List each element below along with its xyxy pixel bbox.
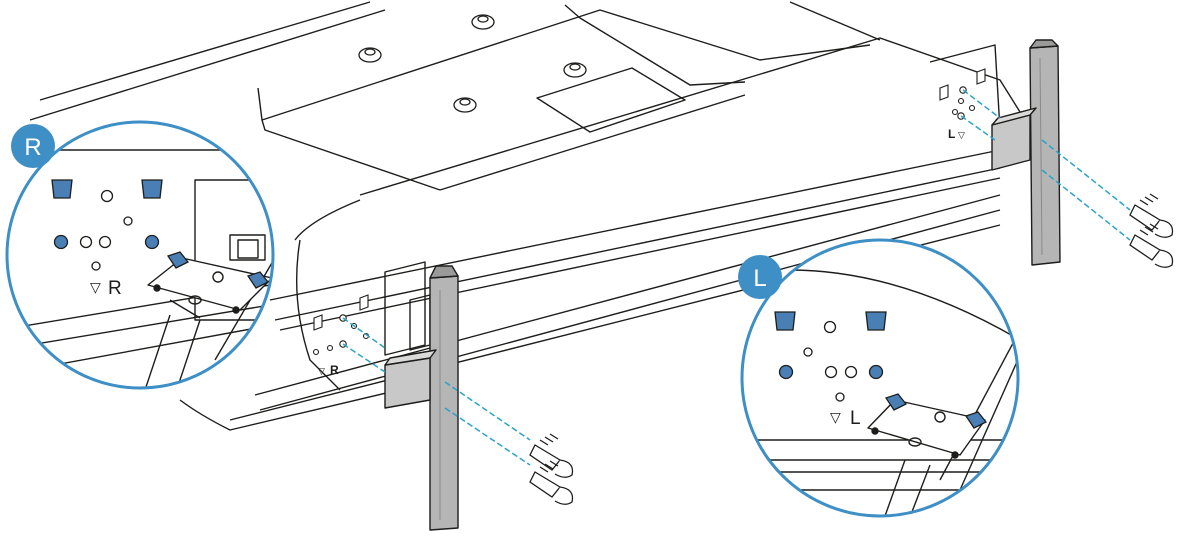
stand-left bbox=[991, 39, 1061, 266]
mount-hole-pattern-l bbox=[774, 311, 988, 429]
tv-mount-holes-left-end bbox=[939, 68, 986, 120]
bracket-hook-icon bbox=[964, 411, 988, 429]
bracket-hook-icon bbox=[166, 251, 190, 269]
arrow-marker-icon: ▽ bbox=[958, 130, 965, 140]
back-cover-outline bbox=[564, 4, 746, 86]
screw-icon bbox=[1129, 223, 1174, 268]
tv-side-marker-l: L bbox=[948, 127, 955, 141]
tv-bottom-edge bbox=[179, 384, 421, 431]
screw-icon bbox=[529, 460, 574, 505]
screw-pair-right bbox=[529, 433, 574, 505]
access-panel bbox=[536, 67, 686, 133]
end-housing bbox=[295, 239, 341, 391]
badge-l bbox=[738, 255, 782, 299]
rubber-foot-icon bbox=[358, 47, 382, 63]
screw-icon bbox=[529, 433, 574, 478]
hook-slot-icon bbox=[774, 311, 796, 331]
tv-rail bbox=[279, 177, 1001, 331]
end-housing-recess bbox=[409, 294, 431, 351]
arrow-marker-icon: ▽ bbox=[318, 366, 325, 376]
screw-pair-left bbox=[1129, 193, 1174, 268]
screw-icon bbox=[1129, 193, 1174, 238]
tv-top-strip bbox=[294, 199, 361, 241]
callout-ring bbox=[5, 120, 275, 390]
tv-side-marker-r: R bbox=[330, 363, 339, 377]
screen-edge-line bbox=[29, 9, 386, 121]
stand-right bbox=[384, 265, 459, 531]
screen-edge-line bbox=[789, 1, 881, 41]
tv-rail bbox=[269, 149, 1001, 301]
callout-ring bbox=[740, 238, 1020, 518]
tv-rail bbox=[274, 167, 1001, 321]
badge-l-label: L bbox=[753, 265, 766, 292]
back-cover-outline bbox=[439, 94, 746, 191]
rubber-foot-icon bbox=[471, 14, 495, 30]
callout-right-marker: R bbox=[108, 278, 122, 299]
bracket-hook-icon bbox=[884, 393, 908, 411]
mount-hole-pattern-r bbox=[51, 179, 270, 289]
arrow-marker-icon: ▽ bbox=[830, 409, 841, 425]
rubber-foot-icon bbox=[453, 97, 477, 113]
end-housing bbox=[929, 44, 1001, 131]
callout-left-marker: L bbox=[850, 408, 861, 429]
hook-slot-icon bbox=[51, 179, 73, 199]
badge-r-label: R bbox=[24, 134, 41, 161]
back-cover-outline bbox=[257, 9, 871, 121]
callout-left-detail: ▽ L L bbox=[738, 238, 1020, 518]
rubber-foot-icon bbox=[563, 62, 587, 78]
tv-mount-holes-right-end bbox=[312, 294, 370, 356]
arrow-marker-icon: ▽ bbox=[90, 279, 101, 295]
tv-rail bbox=[254, 194, 1001, 396]
hook-slot-icon bbox=[865, 311, 887, 331]
tv-body bbox=[29, 1, 1021, 431]
screen-edge-line bbox=[39, 1, 371, 101]
bracket-hook-icon bbox=[246, 271, 270, 289]
hook-slot-icon bbox=[141, 179, 163, 199]
badge-r bbox=[11, 124, 55, 168]
back-cover-feet bbox=[358, 14, 587, 113]
screw-guide-lines bbox=[342, 89, 1131, 466]
callout-right-detail: ▽ R R bbox=[5, 120, 275, 390]
tv-top-strip bbox=[359, 37, 1021, 196]
end-housing-recess bbox=[384, 261, 426, 356]
back-cover-outline bbox=[261, 119, 441, 191]
